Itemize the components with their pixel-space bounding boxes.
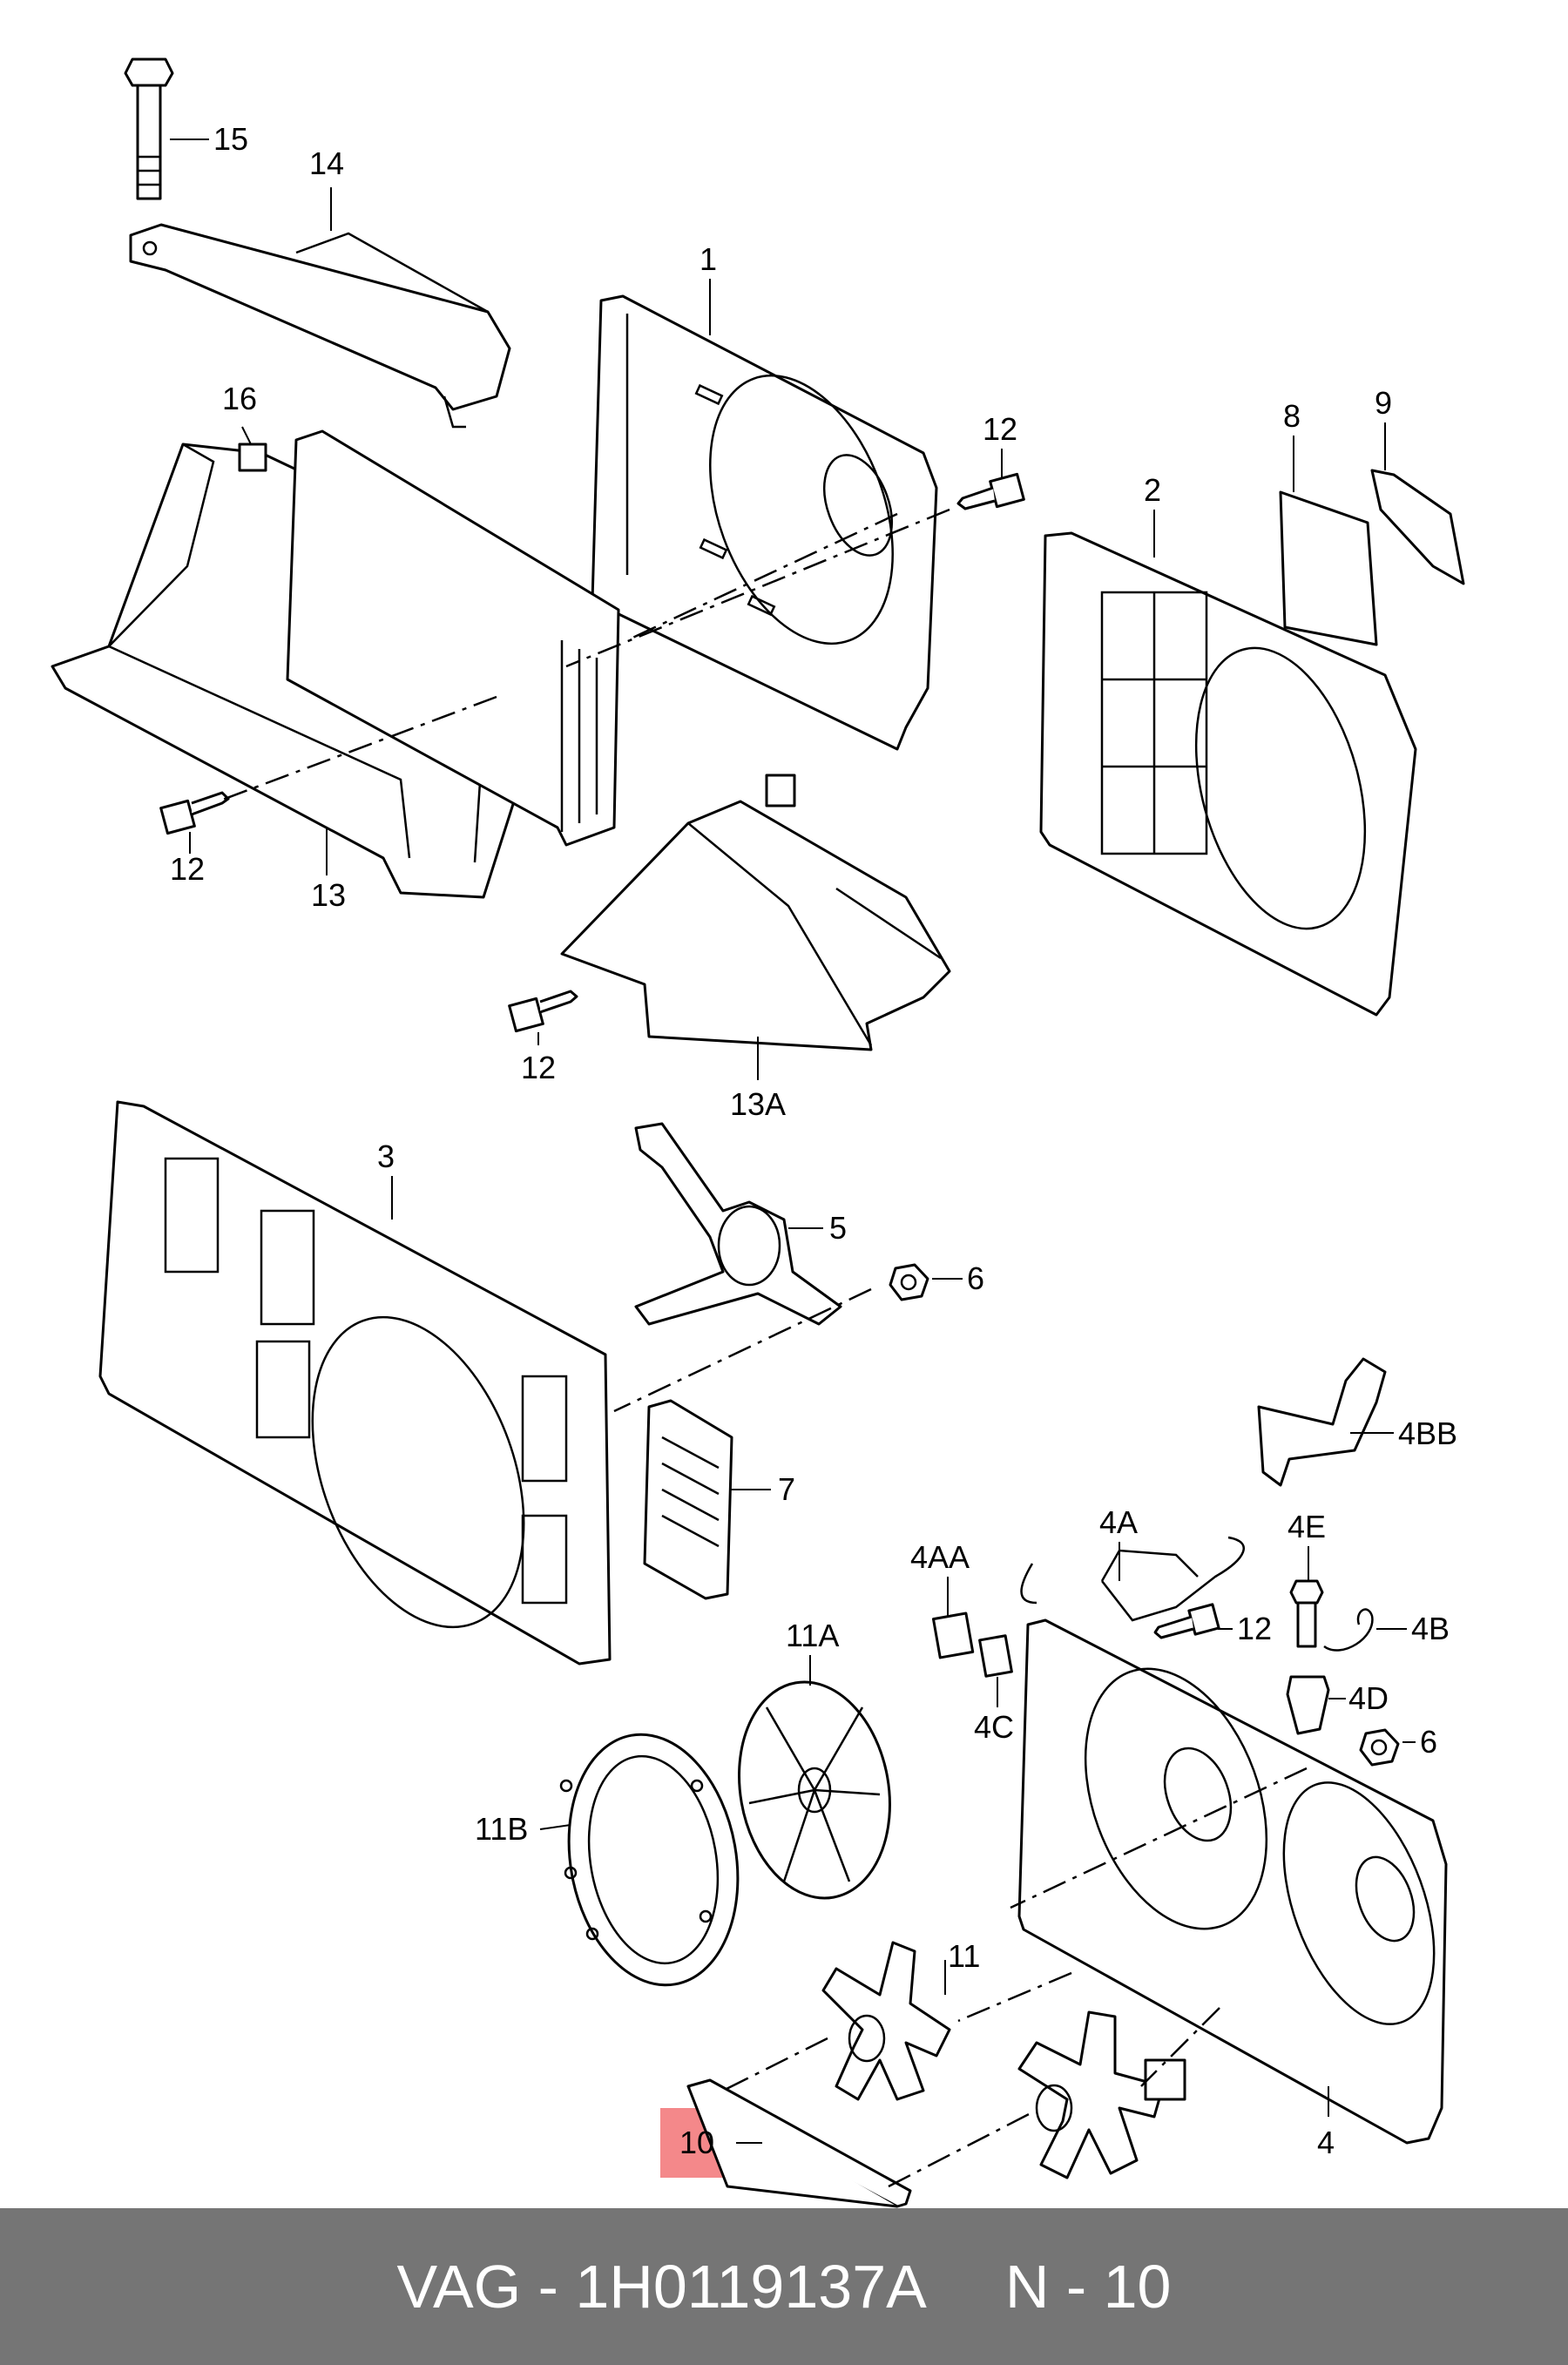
part-4D-grommet (1286, 1675, 1330, 1735)
part-11-fan-right (1017, 2010, 1186, 2179)
part-16-clip (238, 443, 267, 472)
assembly-lines (217, 508, 1308, 2188)
callout-13: 13 (311, 877, 346, 913)
part-6-nut-a (889, 1263, 929, 1301)
part-3-carrier-frame (98, 1100, 612, 1666)
part-12-screw-d (1153, 1603, 1220, 1639)
part-info-footer: VAG - 1H0119137A N - 10 (0, 2208, 1568, 2365)
callout-4A: 4A (1099, 1504, 1138, 1540)
callout-12a: 12 (983, 411, 1017, 447)
callout-4AA: 4AA (910, 1539, 970, 1575)
part-13A-air-duct (560, 774, 951, 1051)
part-12-screw-c (508, 990, 578, 1033)
part-5-mounting-bracket (634, 1122, 842, 1326)
radiator-core (286, 429, 620, 847)
part-4BB-bracket (1257, 1357, 1387, 1487)
callout-6a: 6 (967, 1260, 984, 1296)
callout-12d: 12 (1237, 1611, 1272, 1646)
callout-5: 5 (829, 1210, 847, 1246)
callout-6b: 6 (1420, 1724, 1437, 1760)
callout-4E: 4E (1288, 1509, 1326, 1544)
part-4B-wire (1323, 1608, 1374, 1652)
part-4E-bolt (1289, 1579, 1324, 1648)
part-6-nut-b (1359, 1728, 1400, 1767)
callout-8: 8 (1283, 398, 1301, 434)
part-4AA-clip (931, 1612, 975, 1659)
part-14-upper-cover (129, 223, 511, 429)
part-4A-wire-clip (1020, 1536, 1245, 1622)
callout-1: 1 (700, 241, 717, 277)
callout-3: 3 (377, 1139, 395, 1174)
position-label: N - 10 (1004, 2253, 1172, 2321)
callout-11: 11 (948, 1938, 980, 1974)
callout-13A: 13A (730, 1086, 786, 1122)
part-11A-fan-wheel (738, 1680, 891, 1900)
part-10-seal-ring (686, 2078, 912, 2208)
callout-12b: 12 (170, 851, 205, 887)
part-12-screw-b (159, 791, 230, 835)
part-15-bolt (124, 57, 174, 200)
callout-11B: 11B (475, 1811, 528, 1847)
callout-2: 2 (1144, 472, 1161, 508)
callout-4: 4 (1317, 2125, 1335, 2160)
part-12-screw-a (956, 472, 1025, 510)
part-2-fan-shroud (1039, 531, 1417, 1017)
part-7-grille (643, 1399, 733, 1600)
leader-lines (170, 139, 1416, 2144)
callout-4C: 4C (974, 1709, 1014, 1745)
part-4-twin-fan-frame (1017, 1618, 1448, 2145)
callout-4BB: 4BB (1398, 1416, 1457, 1451)
callout-12c: 12 (521, 1050, 556, 1085)
part-11-fan-left (821, 1941, 951, 2101)
callout-4B: 4B (1411, 1611, 1450, 1646)
callout-16: 16 (222, 381, 257, 416)
exploded-parts-diagram: 15 14 1 16 12 8 9 2 12 13 12 13A 3 5 6 4… (51, 57, 1465, 2208)
callout-14: 14 (309, 145, 344, 181)
callout-labels: 15 14 1 16 12 8 9 2 12 13 12 13A 3 5 6 4… (170, 121, 1457, 2160)
part-8-gasket (1279, 490, 1378, 646)
callout-11A: 11A (786, 1618, 839, 1653)
part-4C-clip (978, 1634, 1013, 1678)
callout-4D: 4D (1348, 1680, 1389, 1716)
callout-9: 9 (1375, 385, 1392, 421)
callout-10: 10 (679, 2125, 714, 2160)
part-number-label: VAG - 1H0119137A (396, 2253, 927, 2321)
part-9-bracket (1370, 469, 1465, 585)
part-1-fan-shroud (591, 294, 938, 751)
callout-15: 15 (213, 121, 248, 157)
callout-7: 7 (778, 1471, 795, 1507)
part-11B-fan-ring (559, 1733, 740, 1987)
